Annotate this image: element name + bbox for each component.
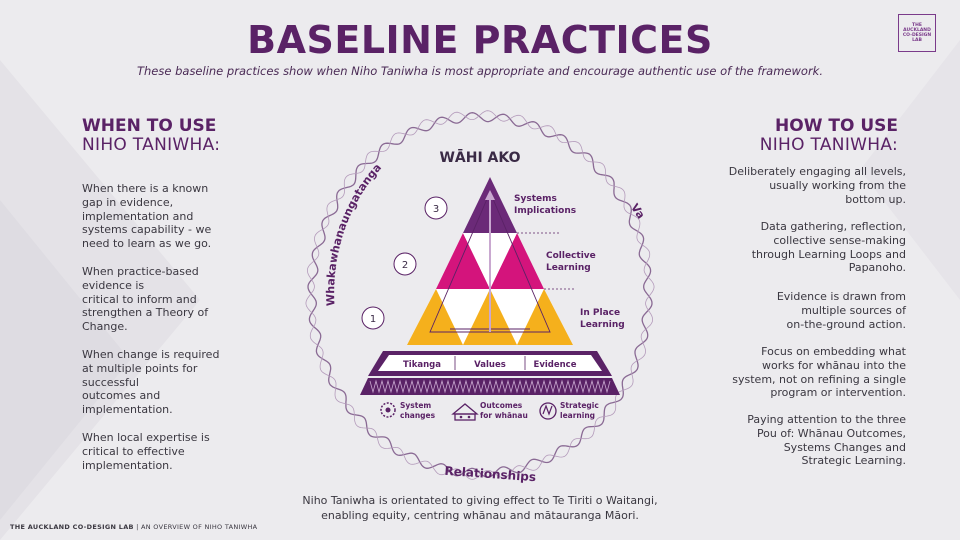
- learning-loop-icon: [539, 402, 557, 420]
- page-subtitle: These baseline practices show when Niho …: [136, 64, 823, 78]
- how-to-use-paragraph: Data gathering, reflection,collective se…: [751, 220, 906, 275]
- codesign-lab-logo: THE AUCKLAND CO-DESIGN LAB: [898, 14, 936, 52]
- relationships-label: Relationships: [444, 464, 537, 484]
- level-1-number: [361, 306, 385, 330]
- when-to-use-heading: WHEN TO USE NIHO TANIWHA:: [82, 116, 221, 155]
- gears-icon: [380, 402, 396, 418]
- outcomes-for-whanau-label: Outcomes for whānau: [480, 401, 528, 420]
- tikanga-label: Tikanga: [403, 360, 441, 370]
- how-to-use-paragraph: Deliberately engaging all levels,usually…: [728, 165, 906, 206]
- systems-implications-label: Systems Implications: [514, 194, 576, 216]
- how-to-use-heading: HOW TO USE NIHO TANIWHA:: [759, 116, 898, 155]
- level-1-number-text: 1: [370, 314, 376, 325]
- pyramid-level-2: [436, 233, 490, 289]
- te-tiriti-statement: Niho Taniwha is orientated to giving eff…: [302, 494, 658, 522]
- va-label: Va: [628, 201, 647, 221]
- in-place-learning-label: In Place Learning: [580, 308, 625, 330]
- niho-taniwha-diagram: Whakawhanaungatanga Va Relationships WĀH…: [305, 110, 655, 484]
- wahi-ako-label: WĀHI AKO: [439, 148, 520, 166]
- system-changes-label: System changes: [400, 401, 436, 420]
- strategic-learning-label: Strategic learning: [560, 401, 601, 420]
- pyramid-level-1: [407, 289, 463, 345]
- level-2-number-text: 2: [402, 260, 408, 271]
- evidence-label: Evidence: [534, 360, 577, 370]
- level-3-number: [424, 196, 448, 220]
- collective-learning-label: Collective Learning: [546, 251, 599, 273]
- up-arrow-icon: [485, 190, 495, 200]
- relationship-circle: [307, 112, 653, 478]
- level-2-number: [393, 252, 417, 276]
- level-3-number-text: 3: [433, 204, 439, 215]
- values-label: Values: [474, 360, 506, 370]
- base-pattern: [369, 379, 611, 394]
- page-title: BASELINE PRACTICES: [247, 18, 713, 62]
- relationship-circle-inner: [305, 110, 655, 480]
- footer-brand: THE AUCKLAND CO-DESIGN LAB | AN OVERVIEW…: [10, 523, 258, 531]
- whare-icon: [451, 403, 479, 421]
